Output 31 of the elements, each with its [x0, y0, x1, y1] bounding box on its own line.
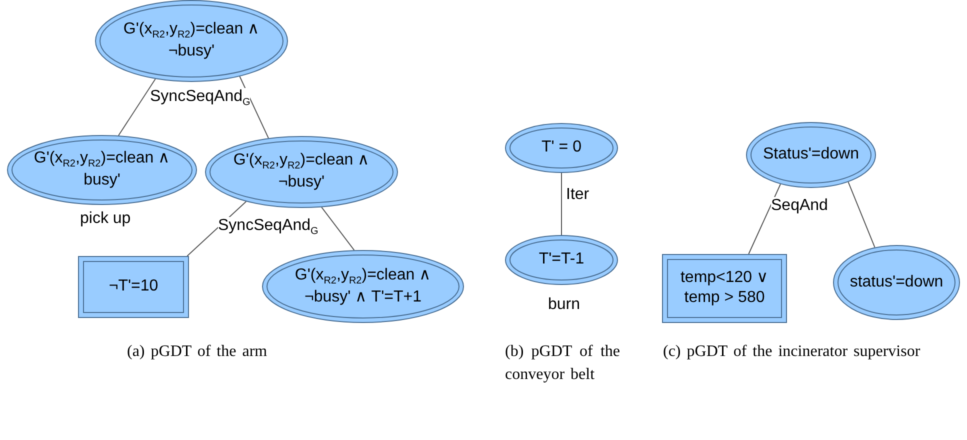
connector-line [748, 184, 781, 254]
subfigure-caption: (c) pGDT of the incinerator supervisor [663, 342, 922, 362]
state-formula: status'=down [848, 272, 944, 292]
state-formula: ¬T'=10 [108, 276, 160, 297]
action-label: burn [548, 296, 580, 314]
state-formula: temp<120 ∨ temp > 580 [679, 268, 770, 308]
subfigure-caption: (b) pGDT of the conveyor belt [505, 342, 620, 385]
state-formula: T'=T-1 [538, 250, 586, 270]
state-ellipse [95, 0, 288, 82]
state-ellipse [262, 250, 464, 323]
operator-label: SeqAnd [771, 197, 828, 216]
action-label: pick up [80, 210, 131, 228]
subfigure-caption: (a) pGDT of the arm [127, 342, 268, 362]
state-ellipse [505, 123, 618, 173]
state-formula: G'(x$_{R2}$,y$_{R2}$)=clean ∧ busy' [32, 148, 172, 191]
state-formula: G'(x$_{R2}$,y$_{R2}$)=clean ∧ ¬busy' [232, 150, 371, 193]
state-formula: T' = 0 [540, 138, 582, 158]
state-box [662, 254, 787, 323]
state-ellipse [7, 135, 197, 205]
connector-line [848, 182, 876, 248]
state-box [78, 256, 189, 318]
connector-line [561, 172, 562, 236]
state-ellipse [746, 122, 876, 188]
state-formula: G'(x$_{R2}$,y$_{R2}$)=clean ∧ ¬busy' ∧ T'=T+1 [294, 265, 432, 308]
state-ellipse [205, 136, 398, 208]
state-ellipse [505, 235, 618, 285]
connector-line [321, 206, 355, 251]
connector-line [118, 78, 156, 136]
state-formula: Status'=down [762, 144, 860, 165]
state-ellipse [833, 245, 960, 320]
state-formula: G'(x$_{R2}$,y$_{R2}$)=clean ∧ ¬busy' [122, 20, 261, 62]
